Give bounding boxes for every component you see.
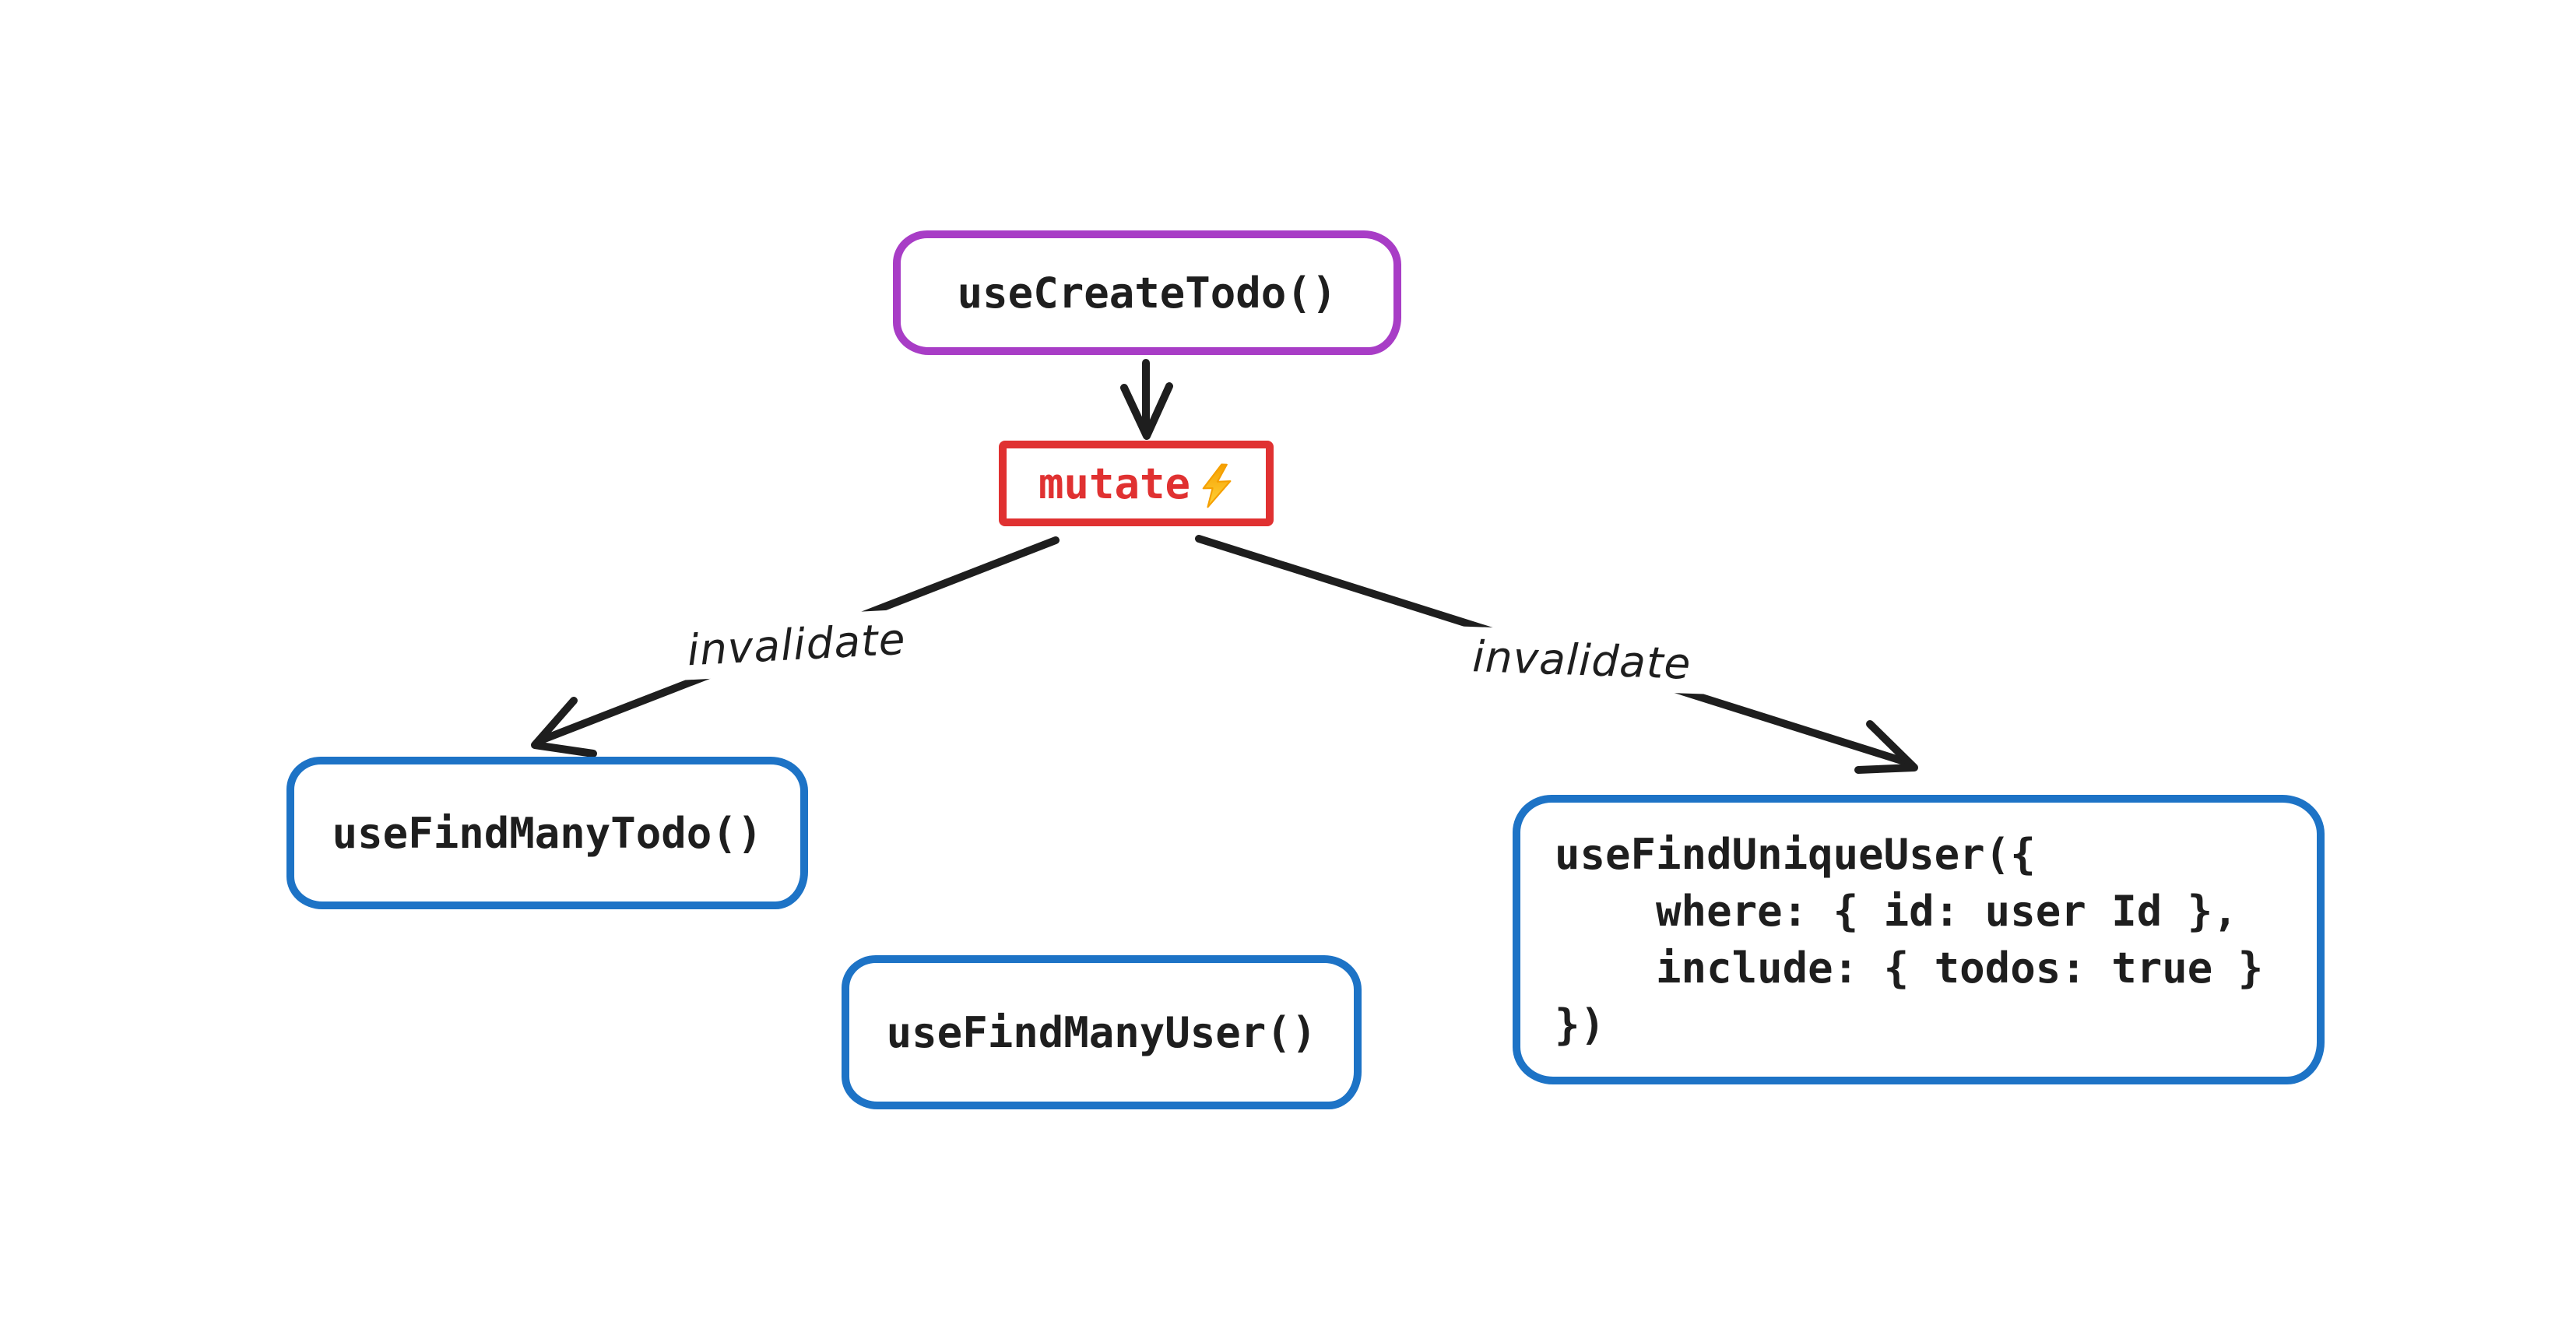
- node-mutate[interactable]: mutate: [999, 441, 1274, 526]
- node-use-find-many-user[interactable]: useFindManyUser(): [842, 955, 1362, 1109]
- arrow-create-to-mutate[interactable]: [1120, 359, 1173, 440]
- lightning-bolt-icon: [1202, 463, 1232, 508]
- node-mutate-label: mutate: [1038, 459, 1191, 508]
- code-line: useFindUniqueUser({: [1555, 830, 2036, 879]
- node-use-find-unique-user[interactable]: useFindUniqueUser({ where: { id: user Id…: [1513, 795, 2325, 1084]
- code-line: include: { todos: true }: [1555, 944, 2264, 993]
- code-line: }): [1555, 1000, 1606, 1049]
- node-use-find-many-todo-label: useFindManyTodo(): [332, 808, 763, 858]
- node-use-find-many-todo[interactable]: useFindManyTodo(): [286, 757, 808, 909]
- edge-label-invalidate-right[interactable]: invalidate: [1457, 626, 1706, 694]
- node-use-find-many-user-label: useFindManyUser(): [886, 1007, 1317, 1057]
- code-line: where: { id: user Id },: [1555, 887, 2238, 936]
- node-use-create-todo-label: useCreateTodo(): [957, 268, 1337, 318]
- node-use-create-todo[interactable]: useCreateTodo(): [893, 230, 1401, 355]
